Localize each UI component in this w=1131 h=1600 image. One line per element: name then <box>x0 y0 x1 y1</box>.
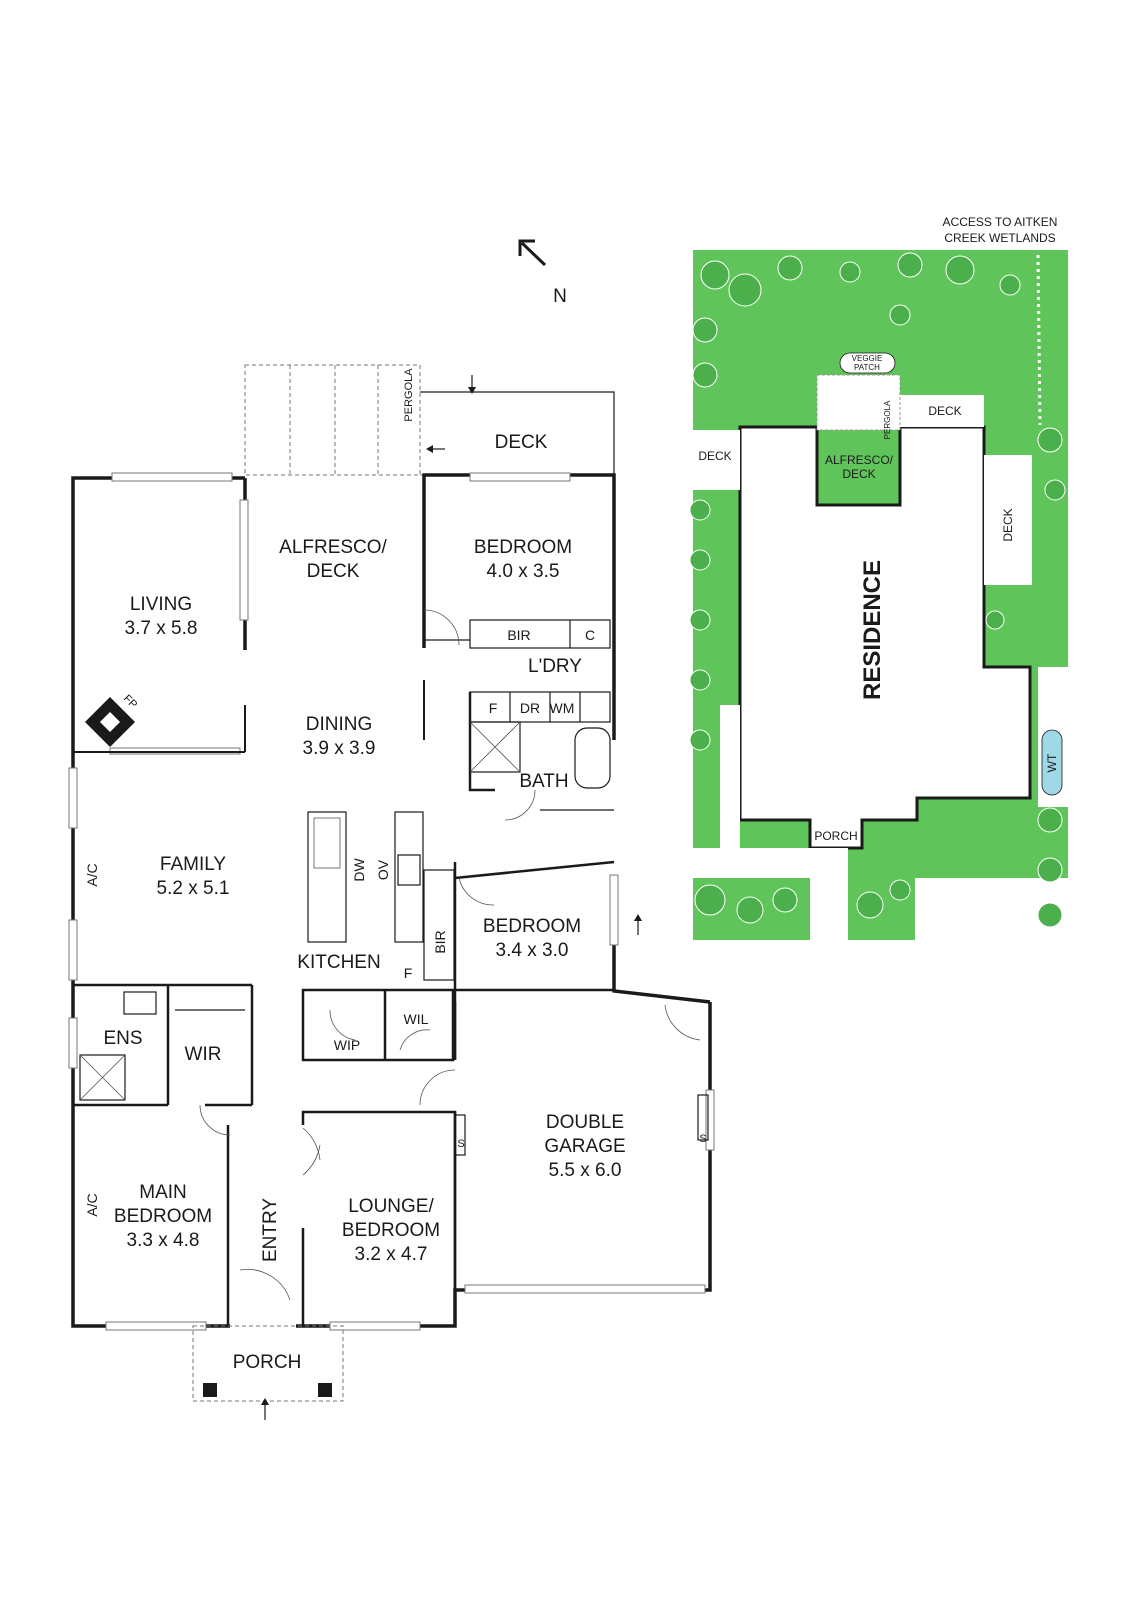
main-bedroom-size: 3.3 x 4.8 <box>127 1230 200 1251</box>
laundry-label: L'DRY <box>528 656 582 677</box>
lounge-label-2: BEDROOM <box>342 1220 440 1241</box>
kitchen-fridge-label: F <box>404 965 413 981</box>
arrow-icons <box>261 375 642 1420</box>
deck-label: DECK <box>495 432 548 453</box>
entry-label: ENTRY <box>260 1198 281 1262</box>
storage-label-1: S <box>457 1138 464 1150</box>
cupboard-label: C <box>585 627 595 643</box>
living-size: 3.7 x 5.8 <box>125 618 198 639</box>
door-swings <box>199 609 701 1301</box>
kitchen-label: KITCHEN <box>297 952 380 973</box>
family-size: 5.2 x 5.1 <box>157 878 230 899</box>
site-plan <box>689 250 1068 940</box>
access-label-2: CREEK WETLANDS <box>944 231 1055 245</box>
porch-outline <box>192 1325 344 1402</box>
alfresco-label-1: ALFRESCO/ <box>279 537 387 558</box>
laundry-fridge-label: F <box>489 700 498 716</box>
ac-family-label: A/C <box>84 863 100 886</box>
interior-walls <box>73 619 709 1326</box>
bir-top-label: BIR <box>507 627 530 643</box>
bir-mid-label: BIR <box>432 930 448 953</box>
bedroom-2-label: BEDROOM <box>474 537 572 558</box>
site-deck-left-label: DECK <box>698 449 731 463</box>
north-arrow-icon <box>518 239 547 267</box>
residence-label: RESIDENCE <box>859 560 886 700</box>
site-pergola-label: PERGOLA <box>883 400 892 439</box>
dishwasher-label: DW <box>351 858 367 882</box>
dining-size: 3.9 x 3.9 <box>303 738 376 759</box>
family-label: FAMILY <box>160 854 226 875</box>
site-deck-top-label: DECK <box>928 404 961 418</box>
site-porch-label: PORCH <box>814 829 857 843</box>
site-alfresco-label-1: ALFRESCO/ <box>825 453 894 467</box>
bath-label: BATH <box>519 771 568 792</box>
bedroom-3-label: BEDROOM <box>483 916 581 937</box>
veggie-label-1: VEGGIE <box>852 354 883 363</box>
living-label: LIVING <box>130 594 192 615</box>
garage-label-1: DOUBLE <box>546 1112 624 1133</box>
room-labels: DECK PERGOLA ALFRESCO/ DECK BEDROOM 4.0 … <box>84 368 707 1373</box>
water-tank-label: WT <box>1045 753 1059 772</box>
bedroom-3-size: 3.4 x 3.0 <box>496 940 569 961</box>
veggie-label-2: PATCH <box>854 363 880 372</box>
pergola-label: PERGOLA <box>403 368 415 422</box>
garage-label-2: GARAGE <box>544 1136 625 1157</box>
dryer-label: DR <box>520 700 540 716</box>
site-labels: ACCESS TO AITKEN CREEK WETLANDS VEGGIE P… <box>698 215 1059 843</box>
garage-size: 5.5 x 6.0 <box>549 1160 622 1181</box>
washing-machine-label: WM <box>550 700 575 716</box>
fireplace-icon <box>85 697 135 747</box>
dining-label: DINING <box>306 714 373 735</box>
storage-label-2: S <box>699 1133 706 1145</box>
wip-label: WIP <box>334 1037 360 1053</box>
wil-label: WIL <box>404 1011 429 1027</box>
bedroom-2-size: 4.0 x 3.5 <box>487 561 560 582</box>
access-label-1: ACCESS TO AITKEN <box>943 215 1058 229</box>
pergola-outline <box>244 364 421 476</box>
alfresco-label-2: DECK <box>307 561 360 582</box>
fireplace-label: FP <box>121 693 139 711</box>
porch-label: PORCH <box>233 1352 302 1373</box>
site-deck-right-label: DECK <box>1001 508 1015 541</box>
ac-bedroom-label: A/C <box>84 1193 100 1216</box>
main-bedroom-label-2: BEDROOM <box>114 1206 212 1227</box>
lounge-label-1: LOUNGE/ <box>348 1196 434 1217</box>
site-alfresco-label-2: DECK <box>842 467 875 481</box>
lounge-size: 3.2 x 4.7 <box>355 1244 428 1265</box>
oven-label: OV <box>375 859 391 880</box>
ensuite-label: ENS <box>103 1028 142 1049</box>
main-bedroom-label-1: MAIN <box>139 1182 187 1203</box>
wir-label: WIR <box>185 1044 222 1065</box>
north-label: N <box>553 286 567 307</box>
